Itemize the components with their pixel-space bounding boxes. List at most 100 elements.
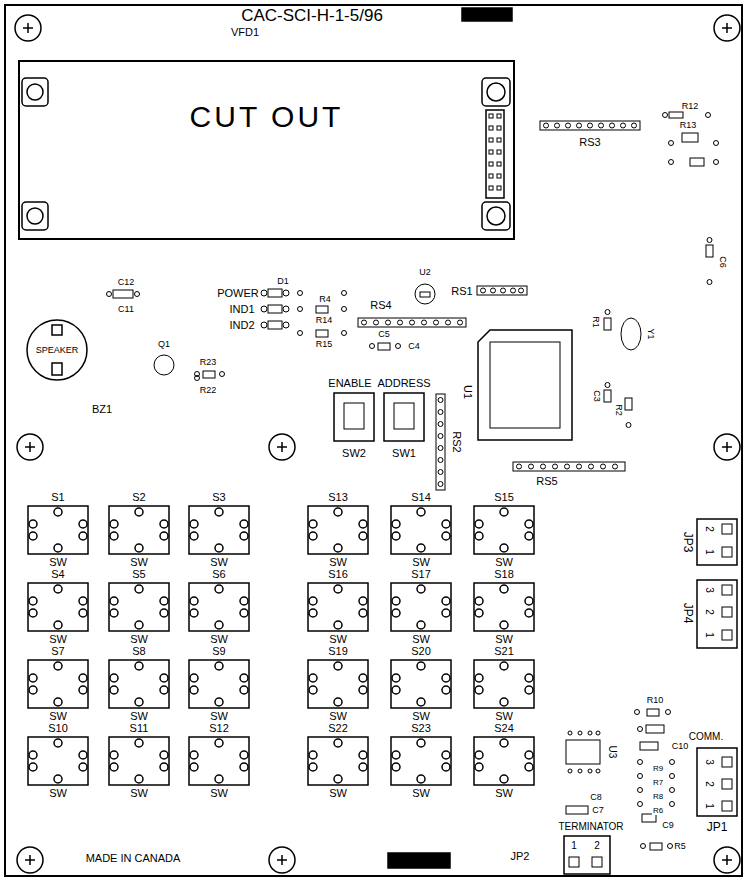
board-title: CAC-SCI-H-1-5/96 [240, 7, 384, 24]
part-label: 3 [704, 758, 714, 766]
switch-ref: S21 [494, 646, 514, 657]
pushbutton-switch: S14SW [385, 492, 457, 568]
part-label: SW2 [341, 448, 367, 459]
part-label: R7 [652, 779, 664, 787]
part-label: U3 [607, 745, 617, 760]
switch-ref: S5 [132, 569, 145, 580]
switch-type: SW [210, 788, 228, 799]
pushbutton-switch: S15SW [468, 492, 540, 568]
speaker-symbol: SPEAKER [26, 319, 88, 381]
switch-ref: S1 [51, 492, 64, 503]
pushbutton-switch: S3SW [183, 492, 255, 568]
pushbutton-switch: S22SW [302, 723, 374, 799]
redaction-bar [388, 853, 450, 868]
part-label: C10 [671, 742, 690, 751]
pushbutton-switch: S17SW [385, 569, 457, 645]
switch-type: SW [49, 711, 67, 722]
pushbutton-switch: S21SW [468, 646, 540, 722]
part-label: R5 [673, 842, 687, 851]
switch-ref: S4 [51, 569, 64, 580]
part-label: MADE IN CANADA [85, 853, 182, 864]
part-label: R13 [679, 121, 698, 130]
part-label: JP2 [510, 851, 531, 862]
pushbutton-switch: S8SW [103, 646, 175, 722]
pushbutton-switch: S1SW [22, 492, 94, 568]
switch-type: SW [130, 711, 148, 722]
switch-ref: S19 [328, 646, 348, 657]
switch-type: SW [49, 634, 67, 645]
part-label: SW1 [391, 448, 417, 459]
pushbutton-switch: S20SW [385, 646, 457, 722]
part-label: C3 [592, 389, 601, 403]
switch-type: SW [210, 557, 228, 568]
pushbutton-switch: S18SW [468, 569, 540, 645]
part-label: JP3 [682, 531, 694, 554]
part-label: IND1 [228, 304, 255, 315]
pushbutton-switch: S16SW [302, 569, 374, 645]
part-label: BZ1 [91, 404, 113, 415]
part-label: R23 [199, 358, 218, 367]
switch-type: SW [210, 634, 228, 645]
part-label: RS3 [578, 137, 601, 148]
switch-type: SW [329, 634, 347, 645]
part-label: JP4 [682, 602, 694, 625]
part-label: C9 [661, 821, 675, 830]
part-label: 1 [704, 631, 714, 639]
part-label: 1 [704, 548, 714, 556]
switch-type: SW [495, 634, 513, 645]
part-label: Y1 [646, 327, 655, 340]
part-label: ADDRESS [376, 378, 431, 389]
switch-type: SW [130, 634, 148, 645]
part-label: 2 [704, 780, 714, 788]
pushbutton-switch: S2SW [103, 492, 175, 568]
pushbutton-switch: S13SW [302, 492, 374, 568]
part-label: C4 [407, 342, 421, 351]
part-label: R14 [315, 316, 334, 325]
switch-type: SW [412, 711, 430, 722]
part-label: 1 [704, 802, 714, 810]
vfd-mount [22, 78, 510, 230]
switch-ref: S17 [411, 569, 431, 580]
switch-ref: S6 [212, 569, 225, 580]
pushbutton-switch: S7SW [22, 646, 94, 722]
pushbutton-switch: S11SW [103, 723, 175, 799]
part-label: 3 [704, 586, 714, 594]
part-label: R22 [199, 386, 218, 395]
part-label: RS1 [450, 286, 473, 297]
part-label: ENABLE [327, 378, 372, 389]
part-label: IND2 [228, 320, 255, 331]
part-label: JP1 [706, 821, 729, 833]
part-label: C8 [589, 793, 603, 802]
cutout-label: CUT OUT [190, 102, 344, 132]
pushbutton-switch: S24SW [468, 723, 540, 799]
switch-type: SW [210, 711, 228, 722]
switch-ref: S3 [212, 492, 225, 503]
part-label: Q1 [157, 340, 171, 349]
part-label: R9 [652, 765, 664, 773]
part-label: 2 [593, 841, 601, 851]
redaction-bar [462, 8, 512, 21]
part-label: C12 [117, 278, 136, 287]
part-label: R12 [681, 102, 700, 111]
part-label: U2 [418, 268, 432, 277]
switch-type: SW [130, 788, 148, 799]
speaker-label: SPEAKER [36, 346, 79, 355]
part-label: U1 [462, 384, 473, 400]
switch-type: SW [329, 788, 347, 799]
display-cutout: CUT OUT [18, 60, 515, 240]
pushbutton-switch: S5SW [103, 569, 175, 645]
switch-type: SW [412, 788, 430, 799]
pushbutton-switch: S9SW [183, 646, 255, 722]
resistor-network [358, 121, 640, 490]
part-label: TERMINATOR [557, 822, 624, 832]
switch-ref: S13 [328, 492, 348, 503]
part-label: D1 [276, 277, 290, 286]
pin-header [564, 519, 737, 874]
switch-type: SW [495, 788, 513, 799]
switch-ref: S24 [494, 723, 514, 734]
switch-ref: S15 [494, 492, 514, 503]
switch-type: SW [412, 557, 430, 568]
switch-ref: S20 [411, 646, 431, 657]
